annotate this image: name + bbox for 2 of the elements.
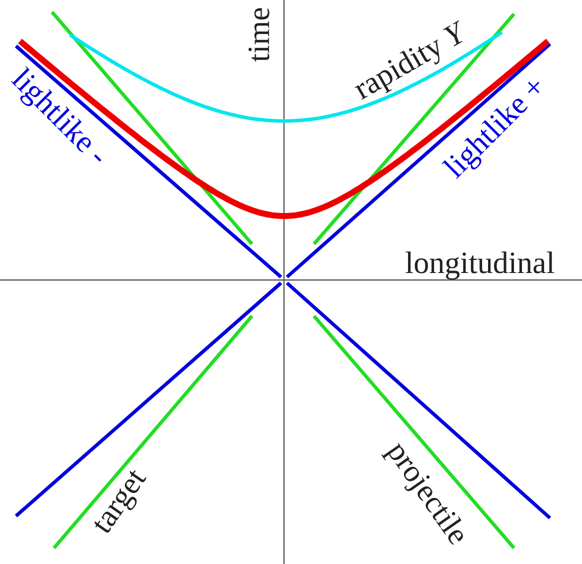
axis-label: time: [242, 6, 274, 62]
axis-label: longitudinal: [405, 246, 555, 278]
